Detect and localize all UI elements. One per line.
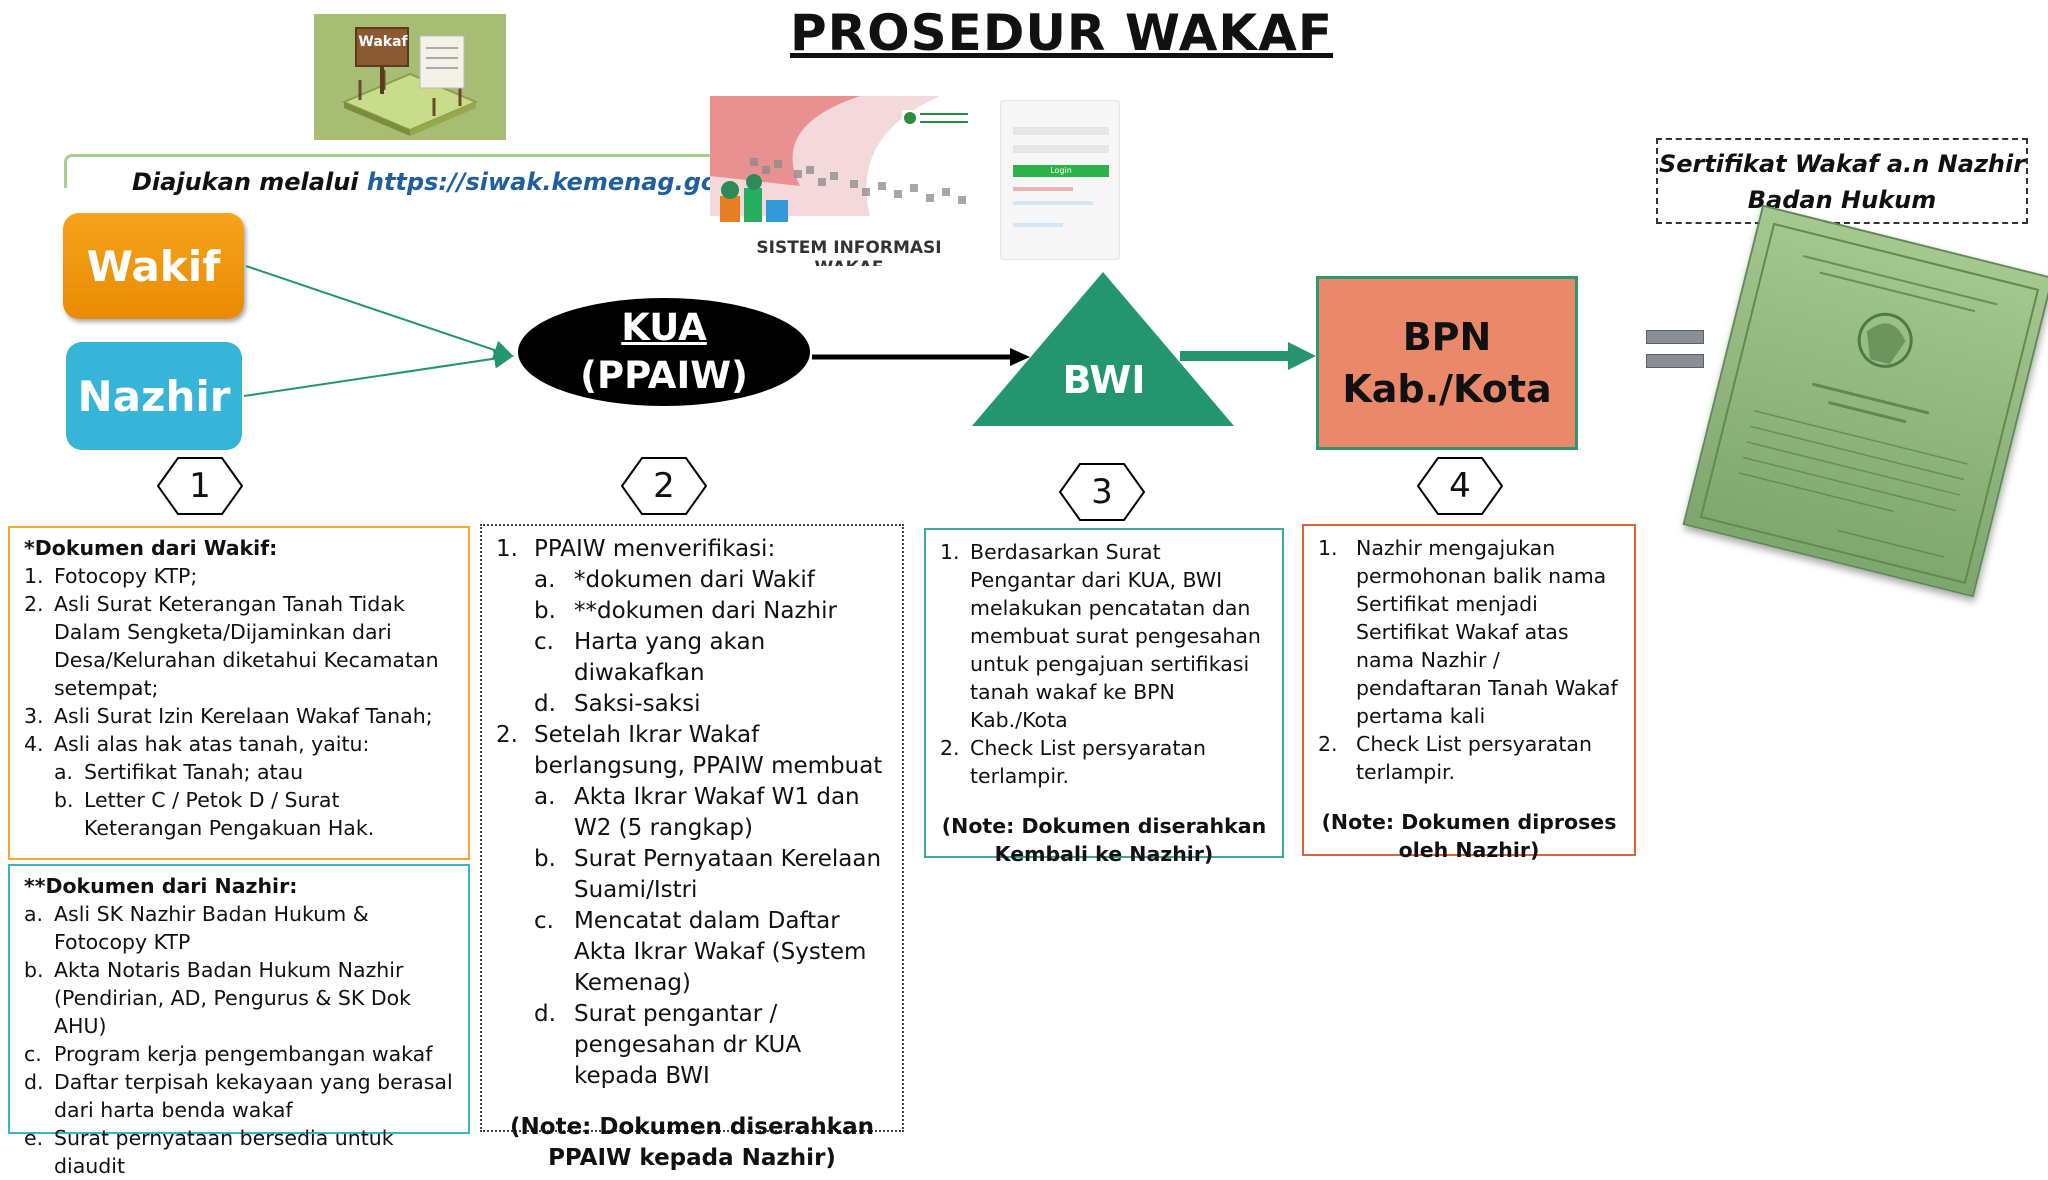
siwak-login-button[interactable]: Login <box>1013 165 1109 177</box>
list-subitem: c.Mencatat dalam Daftar Akta Ikrar Wakaf… <box>534 908 867 996</box>
list-subitem: b.**dokumen dari Nazhir <box>534 598 837 624</box>
submission-bracket-line <box>64 154 712 188</box>
flow-connectors <box>243 265 1316 426</box>
wakaf-sign-label: Wakaf <box>358 34 408 50</box>
nazhir-documents-box: **Dokumen dari Nazhir: a.Asli SK Nazhir … <box>8 864 470 1178</box>
page-title: PROSEDUR WAKAF <box>790 4 1334 62</box>
certificate-label-line1: Sertifikat Wakaf a.n Nazhir <box>1658 150 2026 178</box>
step-3-badge: 3 <box>1058 462 1146 522</box>
arrow-nazhir-to-kua <box>243 348 514 397</box>
list-item: 2.Setelah Ikrar Wakaf berlangsung, PPAIW… <box>496 722 883 779</box>
bpn-sublabel: Kab./Kota <box>1342 367 1552 411</box>
list-item: c.Program kerja pengembangan wakaf <box>24 1042 433 1066</box>
step-3-number: 3 <box>1091 472 1113 512</box>
list-subitem: a.Akta Ikrar Wakaf W1 dan W2 (5 rangkap) <box>534 784 860 841</box>
bwi-label: BWI <box>1062 358 1146 402</box>
submission-note: Diajukan melalui https://siwak.kemenag.g… <box>132 168 752 196</box>
step-1-badge: 1 <box>156 456 244 516</box>
certificate-label: Sertifikat Wakaf a.n Nazhir Badan Hukum <box>1656 138 2028 224</box>
list-subitem: d.Surat pengantar / pengesahan dr KUA ke… <box>534 1001 802 1089</box>
wakaf-land-illustration: Wakaf <box>314 14 506 140</box>
list-item: 1.Nazhir mengajukan permohonan balik nam… <box>1318 536 1618 728</box>
list-item: 1.Berdasarkan Surat Pengantar dari KUA, … <box>940 540 1261 732</box>
list-item: d.Daftar terpisah kekayaan yang berasal … <box>24 1070 453 1122</box>
step-2-badge: 2 <box>620 456 708 516</box>
bwi-process-box: 1.Berdasarkan Surat Pengantar dari KUA, … <box>924 528 1284 866</box>
bwi-note: (Note: Dokumen diserahkan Kembali ke Naz… <box>941 814 1267 866</box>
kua-label: KUA <box>621 306 707 349</box>
list-subitem: a.Sertifikat Tanah; atau <box>54 760 304 784</box>
list-subitem: c.Harta yang akan diwakafkan <box>534 629 766 686</box>
list-item: 3.Asli Surat Izin Kerelaan Wakaf Tanah; <box>24 704 433 728</box>
list-item: 1.Fotocopy KTP; <box>24 564 198 588</box>
list-item: 2.Check List persyaratan terlampir. <box>1318 732 1592 784</box>
wakif-node: Wakif <box>63 213 244 319</box>
list-item: e.Surat pernyataan bersedia untuk diaudi… <box>24 1126 394 1178</box>
list-subitem: b.Letter C / Petok D / Surat Keterangan … <box>54 788 375 840</box>
list-subitem: d.Saksi-saksi <box>534 691 701 717</box>
list-item: 1.PPAIW menverifikasi: <box>496 536 776 562</box>
siwak-caption: SISTEM INFORMASI WAKAF <box>756 238 942 266</box>
list-subitem: b.Surat Pernyataan Kerelaan Suami/Istri <box>534 846 882 903</box>
ppaiw-process-box: 1.PPAIW menverifikasi: a.*dokumen dari W… <box>480 524 904 1171</box>
step-2-number: 2 <box>653 466 675 506</box>
nazhir-documents-heading: **Dokumen dari Nazhir: <box>24 874 298 898</box>
nazhir-node: Nazhir <box>66 342 242 450</box>
list-item: b.Akta Notaris Badan Hukum Nazhir (Pendi… <box>24 958 412 1038</box>
bpn-process-box: 1.Nazhir mengajukan permohonan balik nam… <box>1302 524 1636 862</box>
list-item: 2.Asli Surat Keterangan Tanah Tidak Dala… <box>24 592 439 700</box>
list-item: a.Asli SK Nazhir Badan Hukum & Fotocopy … <box>24 902 369 954</box>
kua-ppaiw-node: KUA (PPAIW) <box>518 298 810 406</box>
step-4-number: 4 <box>1449 466 1471 506</box>
certificate-label-line2: Badan Hukum <box>1747 186 1937 214</box>
list-item: 2.Check List persyaratan terlampir. <box>940 736 1206 788</box>
list-subitem: a.*dokumen dari Wakif <box>534 567 815 593</box>
step-4-badge: 4 <box>1416 456 1504 516</box>
list-item: 4.Asli alas hak atas tanah, yaitu: <box>24 732 370 756</box>
wakif-documents-heading: *Dokumen dari Wakif: <box>24 536 278 560</box>
siwak-login-panel: Login <box>1000 100 1120 260</box>
ppaiw-note: (Note: Dokumen diserahkan PPAIW kepada N… <box>510 1114 874 1171</box>
arrow-wakif-to-kua <box>245 265 514 360</box>
bwi-triangle <box>972 272 1234 426</box>
step-1-number: 1 <box>189 466 211 506</box>
equals-icon <box>1646 330 1704 368</box>
siwak-link[interactable]: https://siwak.kemenag.go.id <box>366 168 752 196</box>
certificate-document-image <box>1682 204 2048 598</box>
bpn-label: BPN <box>1402 315 1492 359</box>
ppaiw-label: (PPAIW) <box>580 354 748 397</box>
submission-prefix: Diajukan melalui <box>132 168 359 196</box>
bpn-note: (Note: Dokumen diproses oleh Nazhir) <box>1321 810 1617 862</box>
wakif-documents-box: *Dokumen dari Wakif: 1.Fotocopy KTP; 2.A… <box>8 526 470 860</box>
bpn-node: BPN Kab./Kota <box>1316 276 1578 450</box>
